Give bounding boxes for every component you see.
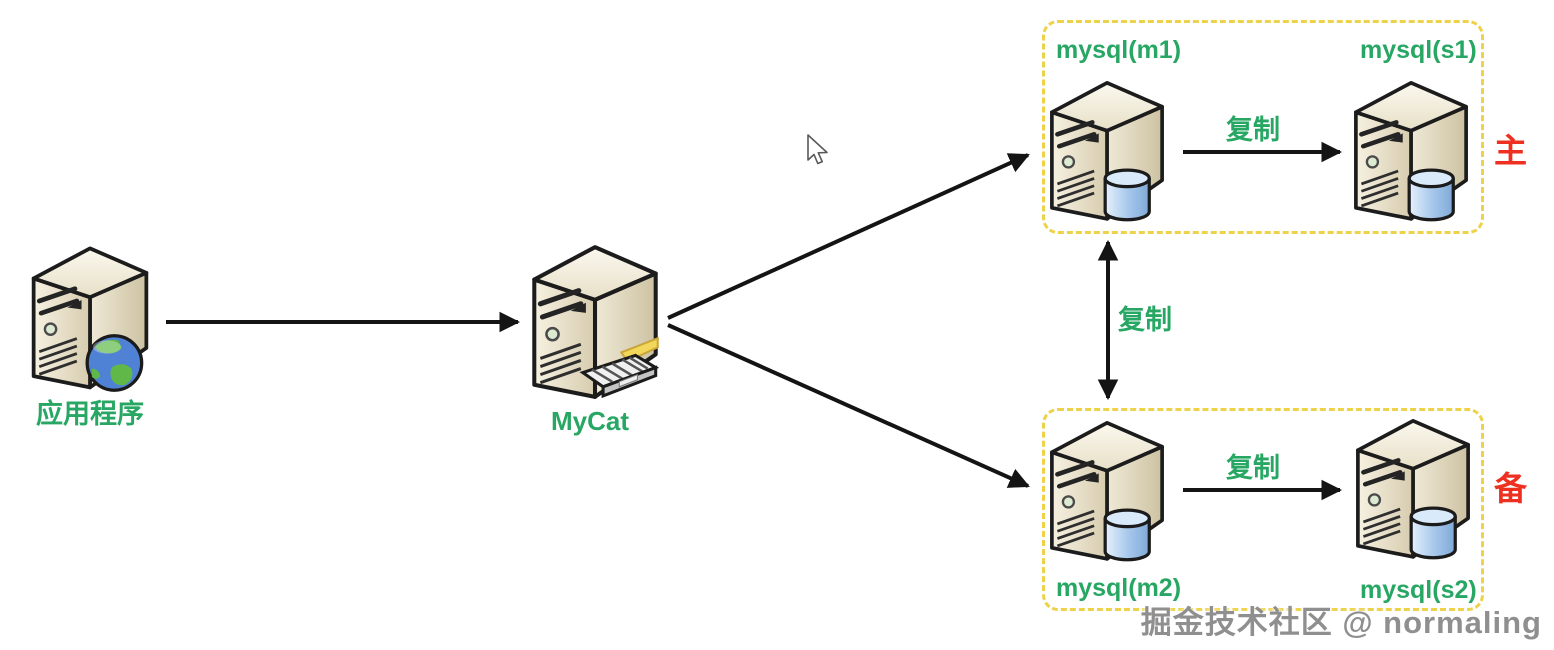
replication-label-bottom: 复制 xyxy=(1226,453,1280,483)
arrow-mycat-to-m1 xyxy=(667,153,1030,320)
watermark-text: 掘金技术社区 @ normaling xyxy=(1140,605,1542,640)
application-label: 应用程序 xyxy=(36,399,144,429)
mysql-s1-server-database-icon xyxy=(1350,70,1472,228)
master-role-label: 主 xyxy=(1494,132,1527,169)
arrow-mycat-to-m2 xyxy=(667,323,1030,488)
mysql-s2-server-database-icon xyxy=(1352,408,1474,566)
standby-role-label: 备 xyxy=(1494,470,1527,507)
mysql-m2-server-database-icon xyxy=(1046,410,1168,568)
master-group-box xyxy=(1042,20,1484,234)
replication-label-middle: 复制 xyxy=(1118,305,1172,335)
application-server-globe-icon xyxy=(28,233,152,399)
mouse-cursor-icon xyxy=(807,134,828,165)
mycat-server-keyboard-icon xyxy=(528,233,662,407)
mysql-s2-label: mysql(s2) xyxy=(1360,576,1477,604)
replication-label-top: 复制 xyxy=(1226,115,1280,145)
standby-group-box xyxy=(1042,408,1484,611)
mysql-s1-label: mysql(s1) xyxy=(1360,36,1477,64)
mysql-m1-server-database-icon xyxy=(1046,70,1168,228)
mysql-m2-label: mysql(m2) xyxy=(1056,574,1182,602)
mycat-label: MyCat xyxy=(550,406,629,436)
mysql-m1-label: mysql(m1) xyxy=(1056,36,1182,64)
